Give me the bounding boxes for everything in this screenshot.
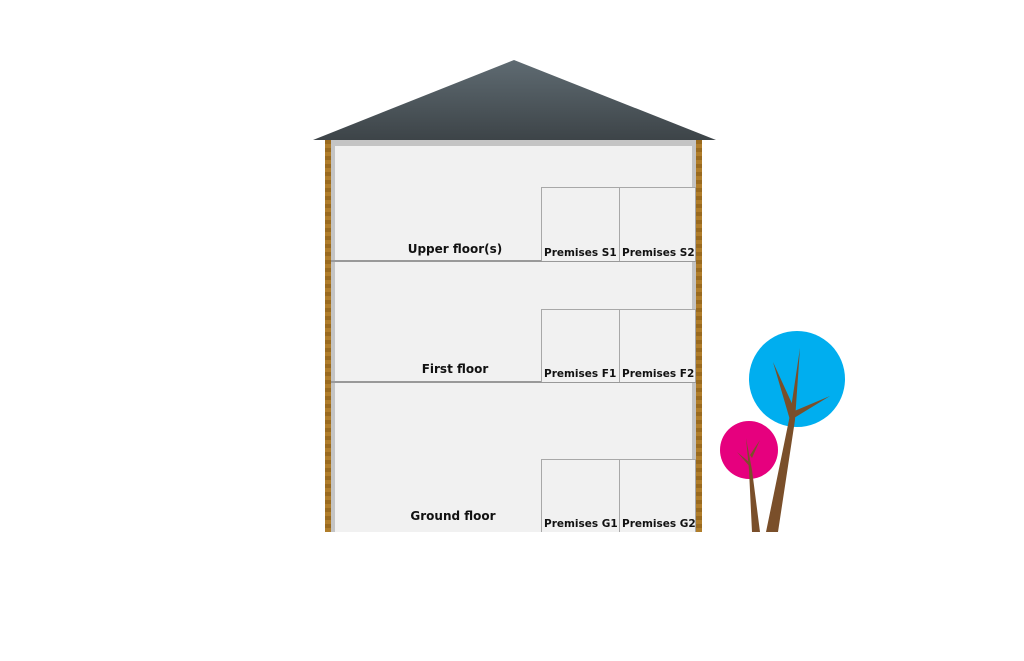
premises-label: Premises S1 xyxy=(544,247,617,259)
premises-label: Premises S2 xyxy=(622,247,695,259)
pink-tree xyxy=(720,421,778,532)
floor-divider xyxy=(331,260,696,262)
left-wall xyxy=(325,140,331,532)
premises-label: Premises G2 xyxy=(622,518,696,530)
floor-label-upper: Upper floor(s) xyxy=(407,242,503,256)
premises-g1: Premises G1 xyxy=(541,459,620,532)
floor-label-ground: Ground floor xyxy=(410,509,496,523)
floor-label-first: First floor xyxy=(421,362,489,376)
premises-f2: Premises F2 xyxy=(619,309,696,382)
premises-label: Premises F2 xyxy=(622,368,695,380)
blue-tree xyxy=(749,331,845,532)
premises-s1: Premises S1 xyxy=(541,187,620,261)
floor-divider xyxy=(331,381,696,383)
premises-label: Premises G1 xyxy=(544,518,618,530)
premises-s2: Premises S2 xyxy=(619,187,696,261)
right-wall xyxy=(696,140,702,532)
premises-g2: Premises G2 xyxy=(619,459,696,532)
premises-label: Premises F1 xyxy=(544,368,617,380)
